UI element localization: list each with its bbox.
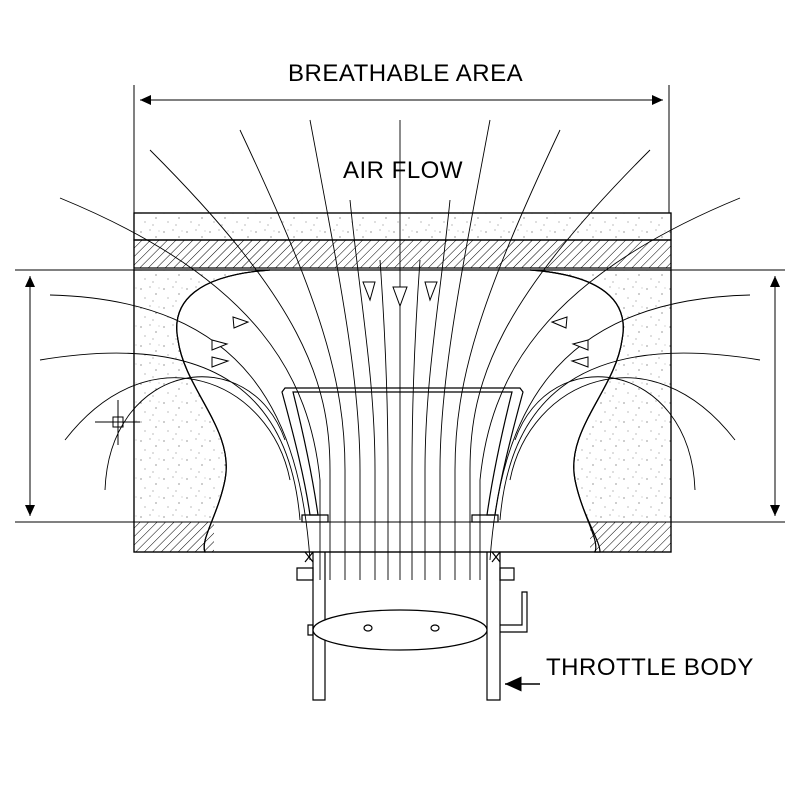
flow-arrowheads (211, 281, 589, 368)
throttle-body-assembly (281, 387, 528, 701)
cad-crosshair-icon (95, 400, 140, 445)
filter-element (133, 212, 672, 553)
throttle-body-label: THROTTLE BODY (546, 654, 754, 681)
air-flow-label: AIR FLOW (343, 157, 464, 184)
breathable-area-label: BREATHABLE AREA (288, 60, 524, 87)
